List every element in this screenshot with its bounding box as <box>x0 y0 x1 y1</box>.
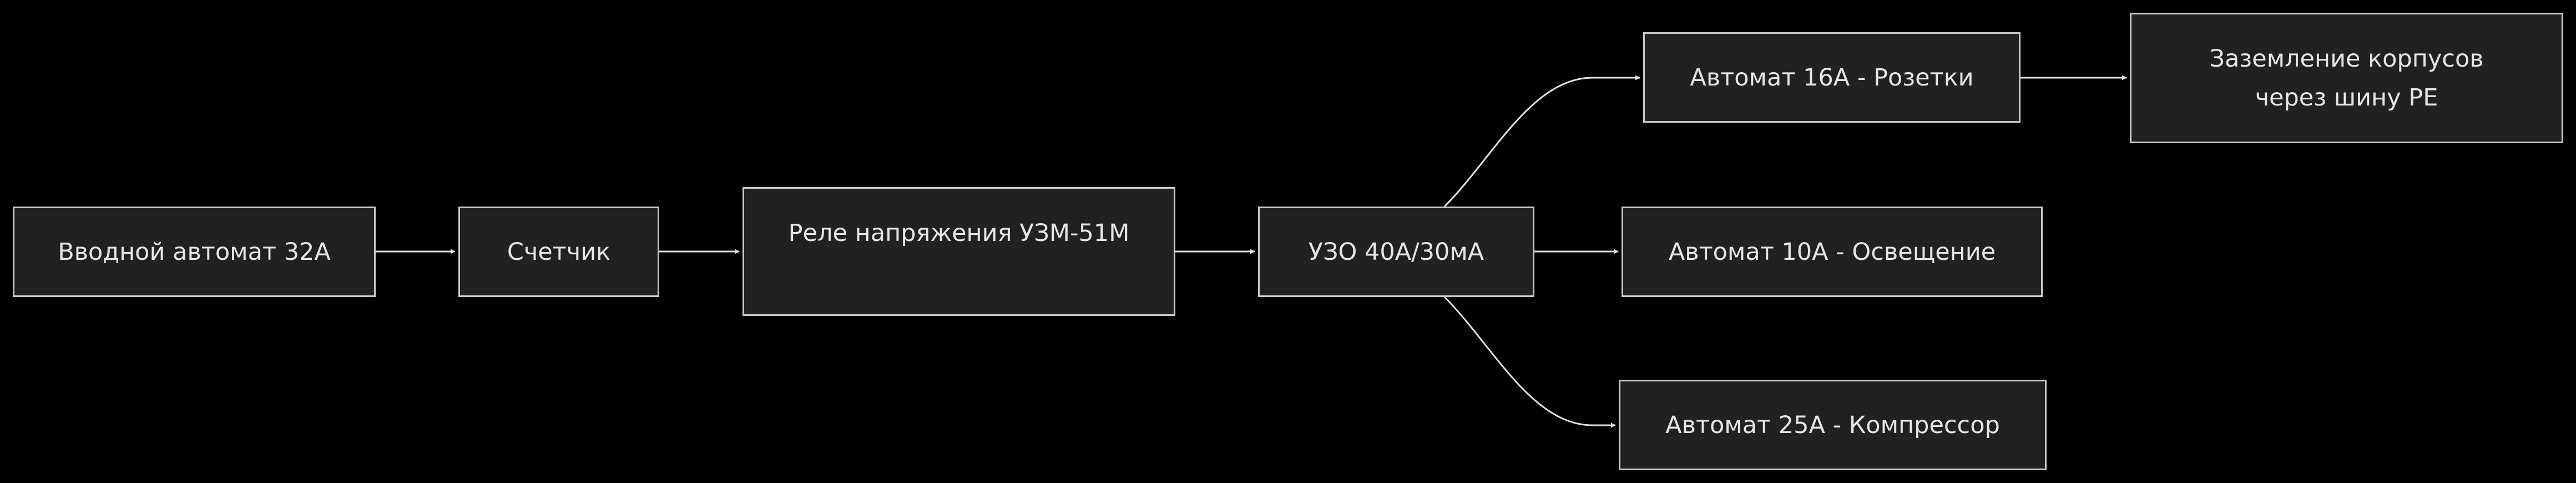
node-grounding: Заземление корпусов через шину PE <box>2130 13 2563 143</box>
node-grounding-line1: Заземление корпусов <box>2209 44 2484 73</box>
edge-rcd-to-breaker-sockets <box>1443 75 1640 208</box>
node-main-breaker-label: Вводной автомат 32А <box>58 238 331 266</box>
node-breaker-compressor: Автомат 25А - Компрессор <box>1619 380 2047 470</box>
node-meter-label: Счетчик <box>507 238 611 266</box>
node-breaker-lighting-label: Автомат 10А - Освещение <box>1668 238 1996 266</box>
node-breaker-sockets: Автомат 16А - Розетки <box>1643 32 2021 123</box>
node-breaker-lighting: Автомат 10А - Освещение <box>1622 207 2043 297</box>
node-grounding-line2: через шину PE <box>2255 83 2438 112</box>
node-rcd: УЗО 40А/30мА <box>1258 207 1534 297</box>
node-meter: Счетчик <box>458 207 659 297</box>
node-rcd-label: УЗО 40А/30мА <box>1308 238 1484 266</box>
node-voltage-relay-label: Реле напряжения УЗМ-51М <box>788 219 1130 247</box>
node-breaker-sockets-label: Автомат 16А - Розетки <box>1690 63 1974 92</box>
node-voltage-relay: Реле напряжения УЗМ-51М <box>743 187 1175 316</box>
node-main-breaker: Вводной автомат 32А <box>13 207 376 297</box>
edge-rcd-to-breaker-compressor <box>1443 296 1616 428</box>
node-breaker-compressor-label: Автомат 25А - Компрессор <box>1665 411 2000 439</box>
